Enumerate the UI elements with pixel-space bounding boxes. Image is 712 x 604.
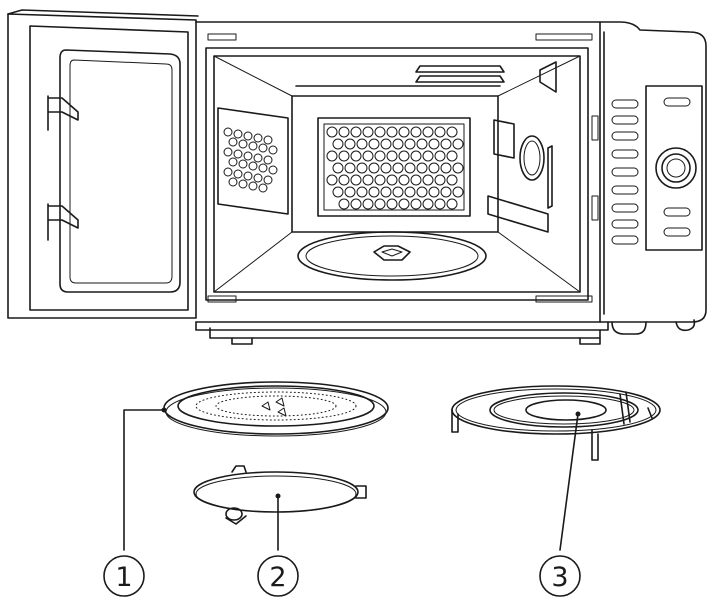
glass-tray [161,381,389,437]
open-door [7,9,199,319]
grill-rack [451,385,661,461]
control-knob [655,147,697,189]
callout-label-2: 2 [269,562,286,593]
callout-label-3: 3 [551,562,568,593]
roller-ring [193,465,367,525]
oven-cavity [205,47,589,301]
oven-body [195,21,707,345]
callout-2: 2 [257,495,299,597]
microwave-oven [7,9,707,345]
back-wall-holes [326,126,464,210]
callout-3: 3 [539,413,581,597]
callout-circle-1 [103,555,145,597]
left-wall-holes [223,127,278,193]
control-panel [591,85,703,251]
callout-circle-2 [257,555,299,597]
callout-1: 1 [103,409,165,597]
callout-circle-3 [539,555,581,597]
callout-label-1: 1 [115,562,132,593]
